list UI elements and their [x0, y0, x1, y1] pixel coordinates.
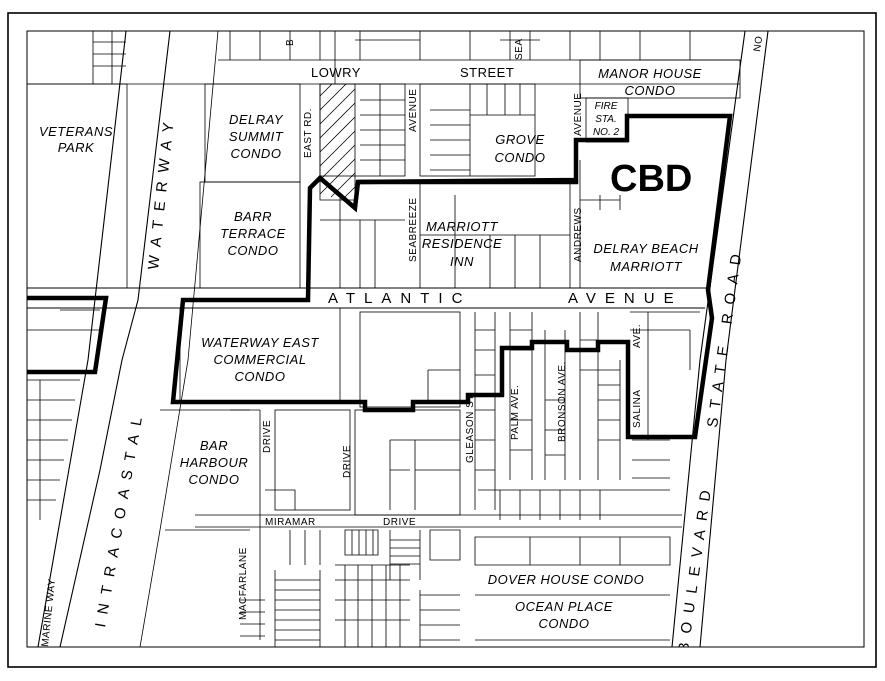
svg-text:DOVER HOUSE CONDO: DOVER HOUSE CONDO — [488, 572, 645, 587]
waterway-banks — [37, 31, 219, 647]
grove-condo-label: GROVE CONDO — [495, 132, 546, 165]
svg-text:CONDO: CONDO — [231, 146, 282, 161]
svg-text:RESIDENCE: RESIDENCE — [422, 236, 502, 251]
svg-text:INN: INN — [450, 254, 474, 269]
palm-label: PALM AVE. — [510, 385, 521, 440]
miramar-label: MIRAMAR — [265, 517, 316, 528]
map-frame — [26, 30, 865, 648]
atlantic-label: ATLANTIC — [328, 290, 471, 307]
svg-text:CONDO: CONDO — [228, 243, 279, 258]
cbd-label: CBD — [610, 158, 692, 200]
intracoastal-label: INTRACOASTAL — [92, 407, 147, 628]
waterway-east-label: WATERWAY EAST COMMERCIAL CONDO — [201, 335, 319, 384]
seabreeze-label: SEABREEZE — [408, 197, 419, 262]
svg-text:OCEAN PLACE: OCEAN PLACE — [515, 599, 613, 614]
drive-label-1: DRIVE — [262, 420, 273, 453]
avenue-label-b: AVENUE — [573, 93, 584, 136]
svg-text:CONDO: CONDO — [189, 472, 240, 487]
svg-text:HARBOUR: HARBOUR — [180, 455, 249, 470]
lowry-label: LOWRY — [311, 65, 361, 80]
svg-text:MARRIOTT: MARRIOTT — [610, 259, 682, 274]
svg-text:CONDO: CONDO — [625, 83, 676, 98]
svg-text:SUMMIT: SUMMIT — [229, 129, 284, 144]
svg-text:COMMERCIAL: COMMERCIAL — [213, 352, 306, 367]
bar-harbour-label: BAR HARBOUR CONDO — [180, 438, 249, 487]
svg-text:VETERANS: VETERANS — [39, 124, 113, 139]
miramar-drive-label: DRIVE — [383, 517, 416, 528]
striped-lots — [240, 529, 461, 647]
delray-beach-marriott-label: DELRAY BEACH MARRIOTT — [593, 241, 698, 274]
svg-text:CONDO: CONDO — [495, 150, 546, 165]
boulevard-label: BOULEVARD — [675, 480, 716, 653]
svg-text:CONDO: CONDO — [235, 369, 286, 384]
svg-text:NO. 2: NO. 2 — [593, 127, 620, 138]
svg-text:TERRACE: TERRACE — [220, 226, 286, 241]
svg-text:MANOR HOUSE: MANOR HOUSE — [598, 66, 702, 81]
marriott-residence-label: MARRIOTT RESIDENCE INN — [422, 219, 502, 269]
svg-text:FIRE: FIRE — [595, 101, 618, 112]
gleason-label: GLEASON ST. — [465, 392, 476, 463]
dover-house-label: DOVER HOUSE CONDO — [488, 572, 645, 587]
svg-text:WATERWAY EAST: WATERWAY EAST — [201, 335, 319, 350]
state-road-lines — [671, 31, 769, 647]
svg-text:BARR: BARR — [234, 209, 272, 224]
atlantic-avenue-label: AVENUE — [568, 290, 683, 307]
svg-text:MARRIOTT: MARRIOTT — [426, 219, 498, 234]
veterans-park-label: VETERANS PARK — [39, 124, 113, 155]
macfarlane-label: MACFARLANE — [238, 547, 249, 620]
svg-text:PARK: PARK — [58, 140, 95, 155]
manor-house-label: MANOR HOUSE CONDO — [598, 66, 702, 98]
svg-text:STA.: STA. — [595, 114, 616, 125]
svg-text:GROVE: GROVE — [495, 132, 544, 147]
atlantic-avenue-lines — [27, 287, 710, 309]
no-label: NO — [752, 35, 765, 52]
barr-terrace-label: BARR TERRACE CONDO — [220, 209, 286, 258]
street-label: STREET — [460, 65, 514, 80]
marine-way-label: MARINE WAY — [40, 578, 58, 647]
outer-frame — [7, 12, 877, 668]
svg-text:DELRAY BEACH: DELRAY BEACH — [593, 241, 698, 256]
waterway-label: WATERWAY — [145, 113, 178, 271]
sea-label: SEA — [514, 38, 525, 60]
drive-label-2: DRIVE — [342, 445, 353, 478]
svg-text:BAR: BAR — [200, 438, 228, 453]
cbd-boundary — [27, 113, 733, 440]
bronson-label: BRONSON AVE. — [557, 361, 568, 442]
svg-text:CONDO: CONDO — [539, 616, 590, 631]
salina-ave-label: AVE. — [632, 324, 643, 348]
salina-label: SALINA — [632, 389, 643, 428]
svg-text:DELRAY: DELRAY — [229, 112, 284, 127]
north-blocks — [27, 31, 741, 289]
delray-summit-label: DELRAY SUMMIT CONDO — [229, 112, 284, 161]
andrews-label: ANDREWS — [573, 207, 584, 262]
ocean-place-label: OCEAN PLACE CONDO — [515, 599, 613, 631]
b-label: B — [285, 39, 296, 46]
fire-station-label: FIRE STA. NO. 2 — [593, 101, 620, 138]
east-rd-label: EAST RD. — [303, 108, 314, 158]
avenue-label-a: AVENUE — [408, 89, 419, 132]
